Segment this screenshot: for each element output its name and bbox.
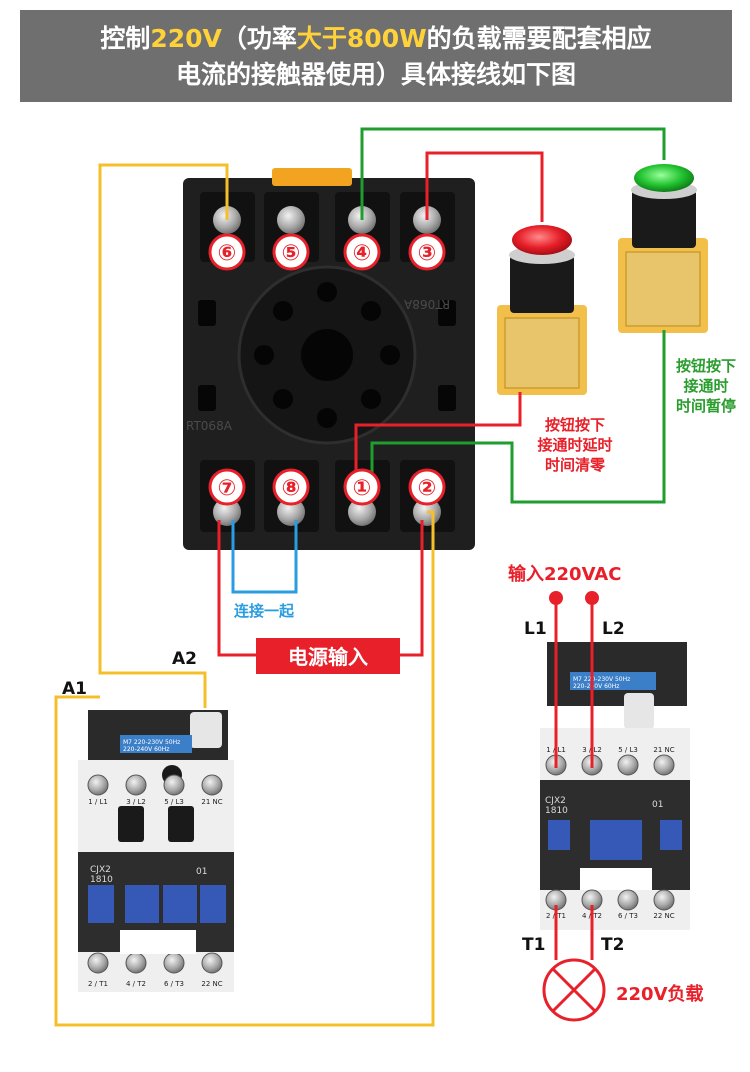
contactor-left-model-1: CJX2: [90, 865, 111, 875]
left-contactor-top-screw: [201, 774, 223, 796]
title-segment: 的负载需要配套相应: [426, 24, 652, 53]
contactor-right-model-2: 1810: [545, 806, 568, 816]
left-contactor-bottom-screw: [201, 952, 223, 974]
l2-dot: [585, 591, 599, 605]
left-contactor-bottom-terminal-label: 22 NC: [201, 980, 222, 988]
socket-pin-holes: [254, 282, 400, 428]
title-segment: 800W: [346, 24, 427, 53]
contactor-right-spec1: M7 220-230V 50Hz: [573, 676, 630, 683]
svg-text:⑥: ⑥: [218, 241, 237, 266]
contactor-right-spec2: 220-240V 60Hz: [573, 683, 619, 690]
right-contactor-bottom-screw: [653, 889, 675, 911]
right-contactor-top-screw: [653, 754, 675, 776]
terminal-badge-bottom-3: ②: [408, 468, 446, 506]
label-a1: A1: [62, 679, 87, 699]
label-a2: A2: [172, 649, 197, 669]
left-contactor-bottom-terminal-label: 2 / T1: [88, 980, 108, 988]
terminal-badge-bottom-1: ⑧: [272, 468, 310, 506]
label-t1: T1: [522, 935, 545, 955]
red-button-note-line-1: 按钮按下: [544, 416, 605, 434]
red-button-note-line-2: 接通时延时: [537, 436, 613, 454]
left-contactor-bottom-screw: [87, 952, 109, 974]
left-contactor-top-terminal-label: 3 / L2: [126, 798, 146, 806]
terminal-badge-top-1: ⑤: [272, 233, 310, 271]
wire-yellow-a1: [54, 510, 435, 1027]
wire-yellow-a2: [98, 163, 229, 708]
svg-text:②: ②: [418, 476, 437, 501]
socket-label-left: RT068A: [186, 419, 233, 433]
terminal-badge-top-2: ④: [343, 233, 381, 271]
power-input-label: 电源输入: [288, 645, 368, 669]
label-t2: T2: [601, 935, 624, 955]
svg-text:④: ④: [353, 241, 372, 266]
left-contactor-bottom-terminal-label: 6 / T3: [164, 980, 184, 988]
red-button-note-line-3: 时间清零: [544, 456, 605, 474]
label-220v-load: 220V负载: [616, 983, 704, 1005]
left-contactor-top-terminal-label: 5 / L3: [164, 798, 184, 806]
l1-dot: [549, 591, 563, 605]
contactor-left: M7 220-230V 50Hz 220-240V 60Hz A1 A2 1 /…: [78, 710, 234, 992]
terminal-badge-bottom-2: ①: [343, 468, 381, 506]
terminal-badge-top-3: ③: [408, 233, 446, 271]
right-contactor-bottom-terminal-label: 22 NC: [653, 912, 674, 920]
title-segment: （功率: [221, 24, 297, 53]
label-l2: L2: [602, 619, 625, 639]
red-push-button: [497, 225, 587, 395]
label-l1: L1: [524, 619, 547, 639]
wire-blue-link: [231, 520, 298, 594]
right-contactor-top-terminal-label: 5 / L3: [618, 746, 638, 754]
load-lamp-icon: [542, 958, 606, 1022]
right-contactor-bottom-screw: [617, 889, 639, 911]
left-contactor-top-screw: [125, 774, 147, 796]
svg-text:⑧: ⑧: [282, 476, 301, 501]
label-input-220vac: 输入220VAC: [508, 563, 621, 585]
green-button-note: 按钮按下 接通时 时间暂停: [664, 356, 748, 416]
contactor-left-num: 01: [196, 867, 207, 877]
red-button-note: 按钮按下 接通时延时 时间清零: [512, 415, 638, 475]
contactor-right: M7 220-230V 50Hz 220-240V 60Hz CJX2 1810…: [540, 642, 690, 930]
svg-text:⑦: ⑦: [218, 476, 237, 501]
socket-label-right: RT068A: [403, 297, 450, 311]
green-push-button: [618, 164, 708, 333]
terminal-badge-bottom-0: ⑦: [208, 468, 246, 506]
socket-center-hole: [301, 329, 353, 381]
contactor-left-spec1: M7 220-230V 50Hz: [123, 739, 180, 746]
left-contactor-top-screw: [163, 774, 185, 796]
wire-green-bottom: [370, 330, 666, 504]
svg-text:⑤: ⑤: [282, 241, 301, 266]
title-banner: 控制220V（功率大于800W的负载需要配套相应 电流的接触器使用）具体接线如下…: [20, 10, 732, 102]
right-contactor-top-screw: [617, 754, 639, 776]
title-line-2: 电流的接触器使用）具体接线如下图: [175, 60, 576, 89]
title-segment: 大于: [296, 24, 347, 53]
power-input-box: [256, 638, 400, 674]
wire-green-top: [360, 127, 666, 220]
socket-clip: [272, 168, 352, 186]
left-contactor-bottom-screw: [125, 952, 147, 974]
terminal-badge-top-0: ⑥: [208, 233, 246, 271]
green-button-note-line-3: 时间暂停: [675, 397, 736, 415]
contactor-right-model-1: CJX2: [545, 796, 566, 806]
contactor-right-num: 01: [652, 800, 663, 810]
title-segment: 控制: [100, 24, 151, 53]
right-contactor-top-terminal-label: 21 NC: [653, 746, 674, 754]
left-contactor-top-terminal-label: 21 NC: [201, 798, 222, 806]
green-button-note-line-2: 接通时: [683, 377, 729, 395]
connect-together-label: 连接一起: [234, 602, 295, 620]
left-contactor-bottom-terminal-label: 4 / T2: [126, 980, 146, 988]
title-segment: 220V: [150, 24, 222, 53]
svg-text:①: ①: [353, 476, 372, 501]
svg-text:③: ③: [418, 241, 437, 266]
wire-red-top: [425, 151, 544, 222]
green-button-note-line-1: 按钮按下: [675, 357, 736, 375]
contactor-left-spec2: 220-240V 60Hz: [123, 746, 169, 753]
contactor-left-model-2: 1810: [90, 875, 113, 885]
left-contactor-top-terminal-label: 1 / L1: [88, 798, 108, 806]
left-contactor-top-screw: [87, 774, 109, 796]
title-line-1: 控制220V（功率大于800W的负载需要配套相应: [20, 22, 732, 56]
left-contactor-bottom-screw: [163, 952, 185, 974]
right-contactor-bottom-terminal-label: 6 / T3: [618, 912, 638, 920]
wire-red-bottom: [354, 392, 522, 478]
terminal-badges: ⑥ ⑤ ④ ③ ⑦ ⑧ ① ②: [208, 233, 446, 506]
